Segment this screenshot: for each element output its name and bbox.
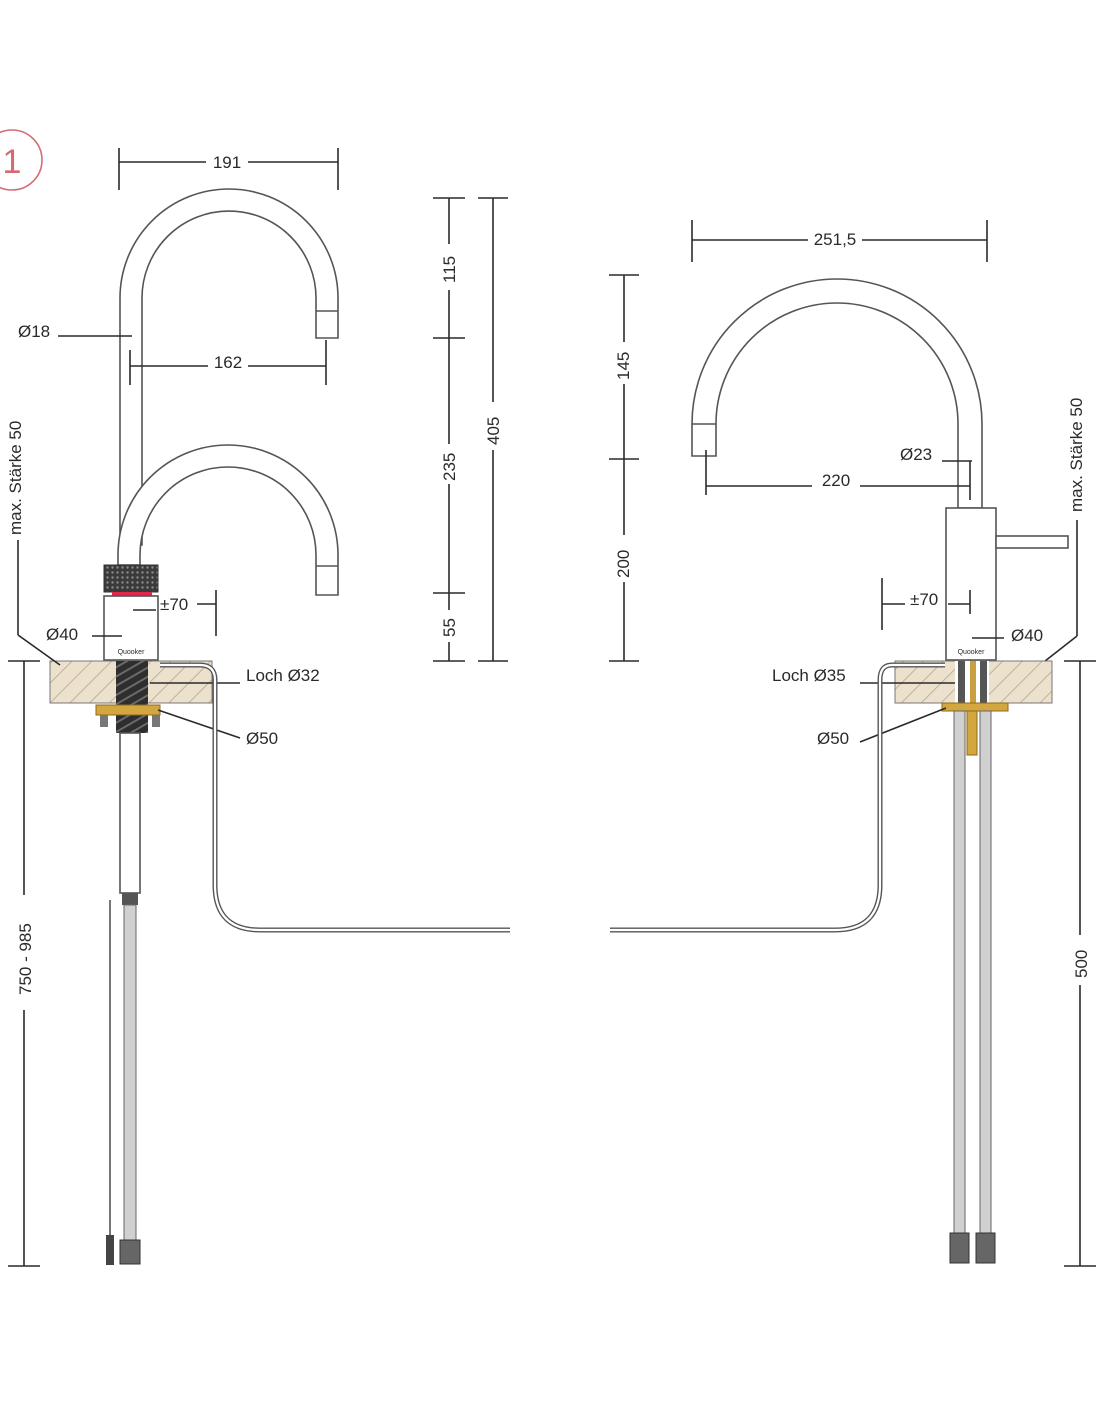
right-washer-label: Ø50 xyxy=(817,729,849,748)
right-hose-2 xyxy=(979,710,992,1234)
left-height-dim: 750 - 985 xyxy=(8,660,40,1267)
left-tap-view: 191 Ø18 162 Quooker ±70 Ø40 xyxy=(6,148,510,1267)
segment-200-label: 200 xyxy=(614,550,633,578)
figure-number-badge: 1 xyxy=(0,129,43,191)
left-logo: Quooker xyxy=(118,649,146,656)
left-tap-body xyxy=(103,595,159,661)
left-inner-width-dim: 162 xyxy=(129,340,327,385)
figure-number: 1 xyxy=(3,143,22,181)
left-threaded-shank xyxy=(116,661,148,733)
left-washer-label: Ø50 xyxy=(246,729,278,748)
left-hole-label: Loch Ø32 xyxy=(246,666,320,685)
right-max-thickness-label: max. Stärke 50 xyxy=(1067,398,1086,512)
right-top-width-label: 251,5 xyxy=(814,230,857,249)
right-tap-body xyxy=(945,507,997,661)
left-height-range-label: 750 - 985 xyxy=(16,923,35,995)
right-reach-label: 220 xyxy=(822,471,850,490)
right-mounting-plate xyxy=(941,702,1009,712)
right-top-width-dim: 251,5 xyxy=(691,220,988,262)
right-tap-view: 251,5 Ø23 220 Quooker ±70 Ø40 max. Stärk… xyxy=(610,220,1096,1267)
left-top-width-dim: 191 xyxy=(118,148,339,190)
right-logo: Quooker xyxy=(958,649,986,656)
right-lever xyxy=(995,535,1069,549)
right-spout-diameter-label: Ø23 xyxy=(900,445,932,464)
left-spout-diameter-label: Ø18 xyxy=(18,322,50,341)
right-hose-length-dim: 500 xyxy=(1064,660,1096,1267)
right-hose-1 xyxy=(953,710,966,1234)
left-mounting-nut xyxy=(95,704,161,716)
segment-115-label: 115 xyxy=(440,256,459,283)
left-hose-loop xyxy=(160,662,510,933)
right-hose-loop xyxy=(610,662,945,933)
left-max-thickness-label: max. Stärke 50 xyxy=(6,421,25,535)
left-red-indicator xyxy=(112,592,152,596)
right-hole-label: Loch Ø35 xyxy=(772,666,846,685)
left-top-width-label: 191 xyxy=(213,153,241,172)
segment-145-label: 145 xyxy=(614,352,633,380)
segment-55-label: 55 xyxy=(440,618,459,637)
left-rotation-label: ±70 xyxy=(160,595,188,614)
left-inner-width-label: 162 xyxy=(214,353,242,372)
left-spout-low xyxy=(117,444,339,596)
segment-235-label: 235 xyxy=(440,453,459,481)
right-body-diameter-label: Ø40 xyxy=(1011,626,1043,645)
left-knurled-ring xyxy=(103,564,159,593)
left-body-diameter-label: Ø40 xyxy=(46,625,78,644)
right-hose-length-label: 500 xyxy=(1072,950,1091,978)
left-riser-tube xyxy=(119,732,141,894)
center-height-dims: 115 235 55 405 145 200 xyxy=(433,197,639,662)
left-hose xyxy=(123,904,137,1241)
total-height-label: 405 xyxy=(484,417,503,445)
right-threaded-rod xyxy=(966,710,978,756)
right-rotation-label: ±70 xyxy=(910,590,938,609)
